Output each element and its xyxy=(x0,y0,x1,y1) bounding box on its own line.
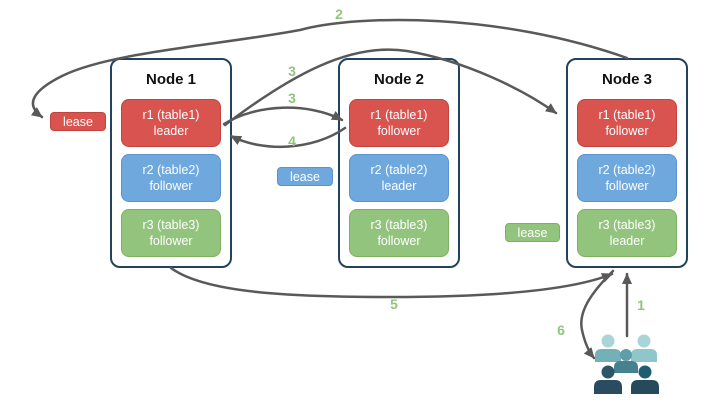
replica-name: r1 (table1) xyxy=(370,107,428,122)
replica-role: follower xyxy=(605,179,649,193)
replica-role: follower xyxy=(605,124,649,138)
node-3: Node 3 r1 (table1) follower r2 (table2) … xyxy=(566,58,688,268)
node-3-title: Node 3 xyxy=(601,71,652,88)
replica-name: r2 (table2) xyxy=(142,162,200,177)
lease-tag-green: lease xyxy=(505,223,560,242)
node1-replica-r1: r1 (table1) leader xyxy=(121,99,221,147)
node-1-title: Node 1 xyxy=(145,71,196,88)
replica-name: r1 (table1) xyxy=(598,107,656,122)
replica-role: follower xyxy=(149,234,193,248)
replica-name: r3 (table3) xyxy=(370,217,428,232)
step-2-label: 2 xyxy=(335,6,343,22)
lease-label: lease xyxy=(290,169,320,184)
step-3-label-upper: 3 xyxy=(288,63,296,79)
replica-role: follower xyxy=(149,179,193,193)
step-3-label-lower: 3 xyxy=(288,90,296,106)
replica-role: follower xyxy=(377,234,421,248)
node1-replica-r2: r2 (table2) follower xyxy=(121,154,221,202)
lease-label: lease xyxy=(63,114,93,129)
replica-role: leader xyxy=(609,234,645,248)
replica-name: r3 (table3) xyxy=(142,217,200,232)
lease-label: lease xyxy=(517,225,548,240)
node-1: Node 1 r1 (table1) leader r2 (table2) fo… xyxy=(110,58,232,268)
step-1-label: 1 xyxy=(637,297,645,313)
arrow-step6-node3-to-clients xyxy=(580,269,615,360)
lease-tag-red: lease xyxy=(50,112,106,131)
node-2-title: Node 2 xyxy=(373,71,424,88)
replica-role: follower xyxy=(377,124,421,138)
node3-replica-r1: r1 (table1) follower xyxy=(577,99,677,147)
step-4-label: 4 xyxy=(288,133,296,149)
arrow-step5-node1-to-node3 xyxy=(169,266,614,299)
node-2: Node 2 r1 (table1) follower r2 (table2) … xyxy=(338,58,460,268)
step-5-label: 5 xyxy=(390,296,398,312)
replica-name: r2 (table2) xyxy=(370,162,428,177)
replica-role: leader xyxy=(381,179,417,193)
replica-name: r3 (table3) xyxy=(598,217,656,232)
node3-replica-r3: r3 (table3) leader xyxy=(577,209,677,257)
node2-replica-r3: r3 (table3) follower xyxy=(349,209,449,257)
replica-name: r1 (table1) xyxy=(142,107,200,122)
replica-role: leader xyxy=(153,124,189,138)
node2-replica-r2: r2 (table2) leader xyxy=(349,154,449,202)
arrow-step3-node1-to-node2 xyxy=(222,106,344,126)
node3-replica-r2: r2 (table2) follower xyxy=(577,154,677,202)
step-6-label: 6 xyxy=(557,322,565,338)
clients-icon xyxy=(594,334,659,394)
node2-replica-r1: r1 (table1) follower xyxy=(349,99,449,147)
lease-tag-blue: lease xyxy=(277,167,333,186)
node1-replica-r3: r3 (table3) follower xyxy=(121,209,221,257)
replica-name: r2 (table2) xyxy=(598,162,656,177)
